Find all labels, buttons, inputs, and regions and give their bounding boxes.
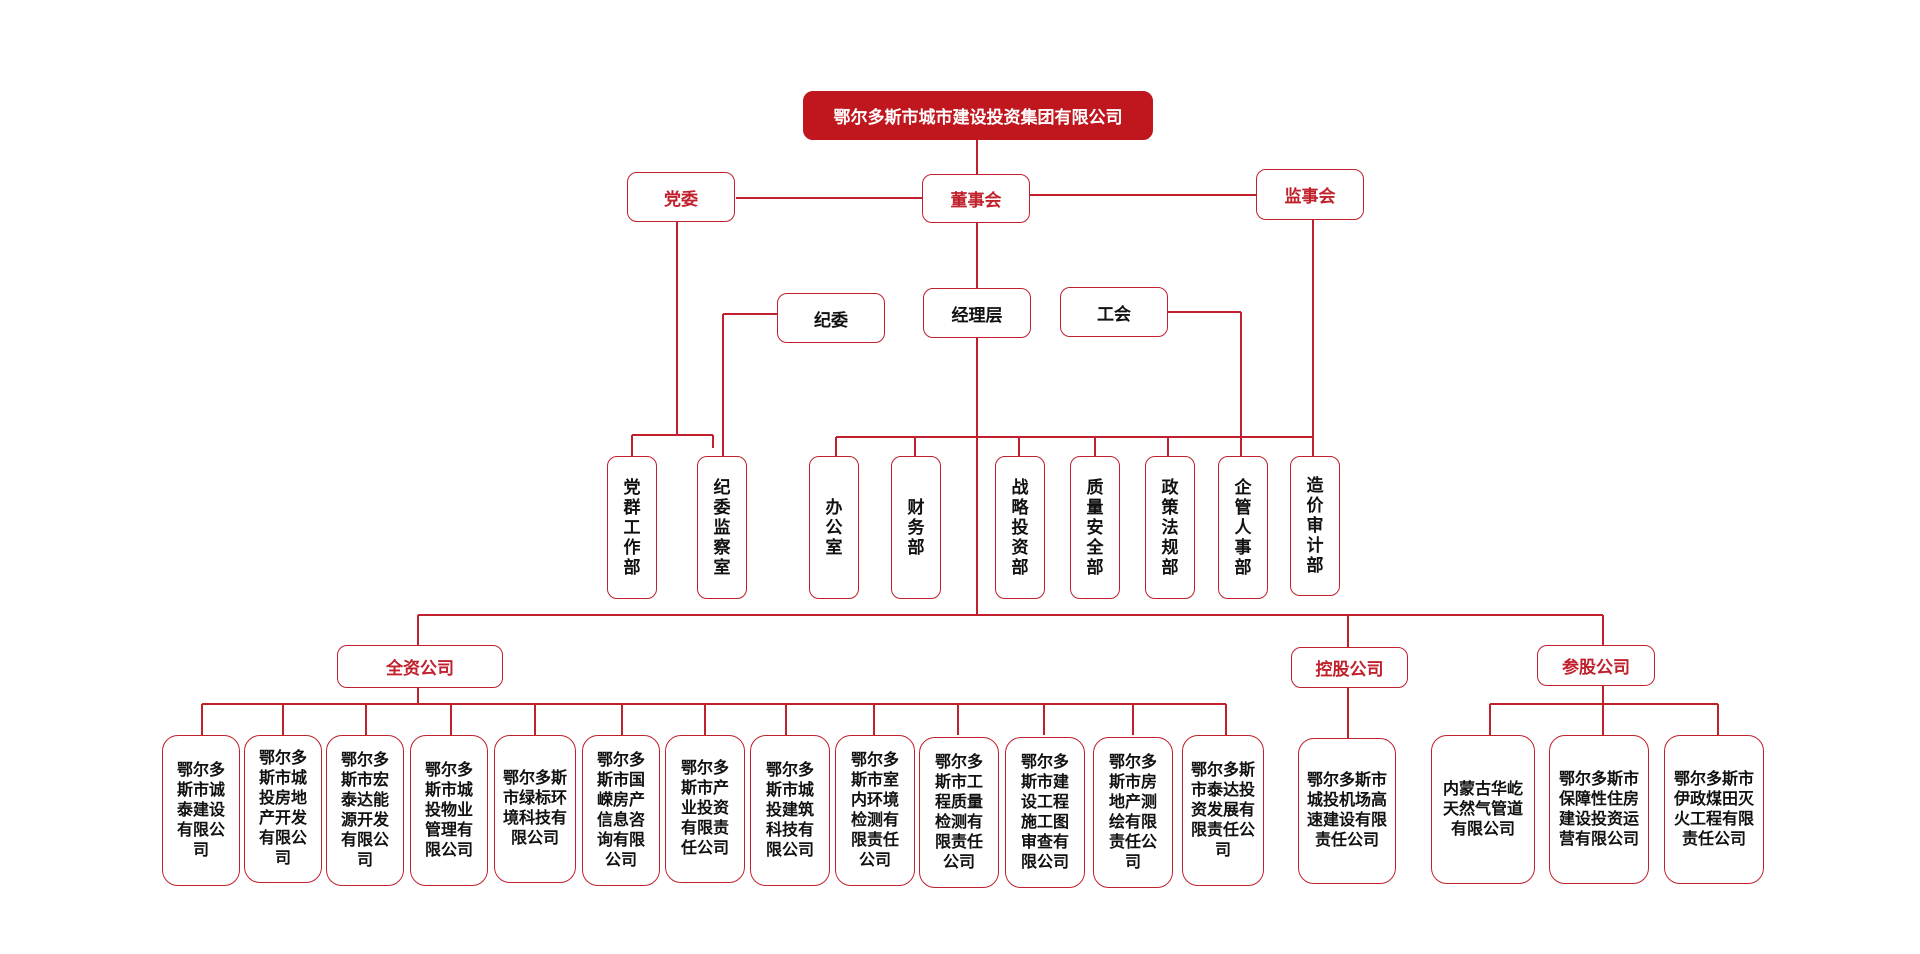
party-committee-box: 党委: [627, 172, 735, 222]
group-participating: 参股公司: [1537, 645, 1655, 686]
company-card: 鄂尔多斯市绿标环境科技有限公司: [494, 735, 576, 883]
dept-discipline-office: 纪委监察室: [697, 456, 747, 599]
participating-company-card: 鄂尔多斯市伊政煤田灭火工程有限责任公司: [1664, 735, 1764, 884]
company-card: 鄂尔多斯市宏泰达能源开发有限公司: [326, 735, 404, 886]
management-box: 经理层: [923, 288, 1031, 338]
board-box: 董事会: [922, 174, 1030, 223]
dept-strategy-investment: 战略投资部: [995, 456, 1045, 599]
company-card: 鄂尔多斯市诚泰建设有限公司: [162, 735, 240, 886]
company-card: 鄂尔多斯市城投物业管理有限公司: [410, 735, 488, 886]
company-card: 鄂尔多斯市城投建筑科技有限公司: [750, 735, 830, 886]
union-box: 工会: [1060, 287, 1168, 337]
supervisors-box: 监事会: [1256, 169, 1364, 220]
company-card: 鄂尔多斯市建设工程施工图审查有限公司: [1005, 737, 1085, 888]
dept-party-affairs: 党群工作部: [607, 456, 657, 599]
company-card: 鄂尔多斯市工程质量检测有限责任公司: [919, 737, 999, 888]
dept-cost-audit: 造价审计部: [1290, 456, 1340, 596]
dept-finance: 财务部: [891, 456, 941, 599]
participating-company-card: 内蒙古华屹天然气管道有限公司: [1431, 735, 1535, 884]
company-card: 鄂尔多斯市泰达投资发展有限责任公司: [1182, 735, 1264, 886]
participating-company-card: 鄂尔多斯市保障性住房建设投资运营有限公司: [1549, 735, 1649, 884]
dept-quality-safety: 质量安全部: [1070, 456, 1120, 599]
company-card: 鄂尔多斯市产业投资有限责任公司: [665, 735, 745, 883]
company-card: 鄂尔多斯市国嵘房产信息咨询有限公司: [582, 735, 660, 886]
company-card: 鄂尔多斯市房地产测绘有限责任公司: [1093, 737, 1173, 888]
group-wholly-owned: 全资公司: [337, 645, 503, 688]
company-card: 鄂尔多斯市城投房地产开发有限公司: [244, 735, 322, 883]
root-company: 鄂尔多斯市城市建设投资集团有限公司: [803, 91, 1153, 140]
discipline-committee-box: 纪委: [777, 293, 885, 343]
dept-general-office: 办公室: [809, 456, 859, 599]
holding-company-card: 鄂尔多斯市城投机场高速建设有限责任公司: [1298, 738, 1396, 884]
company-card: 鄂尔多斯市室内环境检测有限责任公司: [835, 735, 915, 886]
group-holding: 控股公司: [1291, 647, 1408, 688]
dept-policy-law: 政策法规部: [1145, 456, 1195, 599]
dept-management-hr: 企管人事部: [1218, 456, 1268, 599]
